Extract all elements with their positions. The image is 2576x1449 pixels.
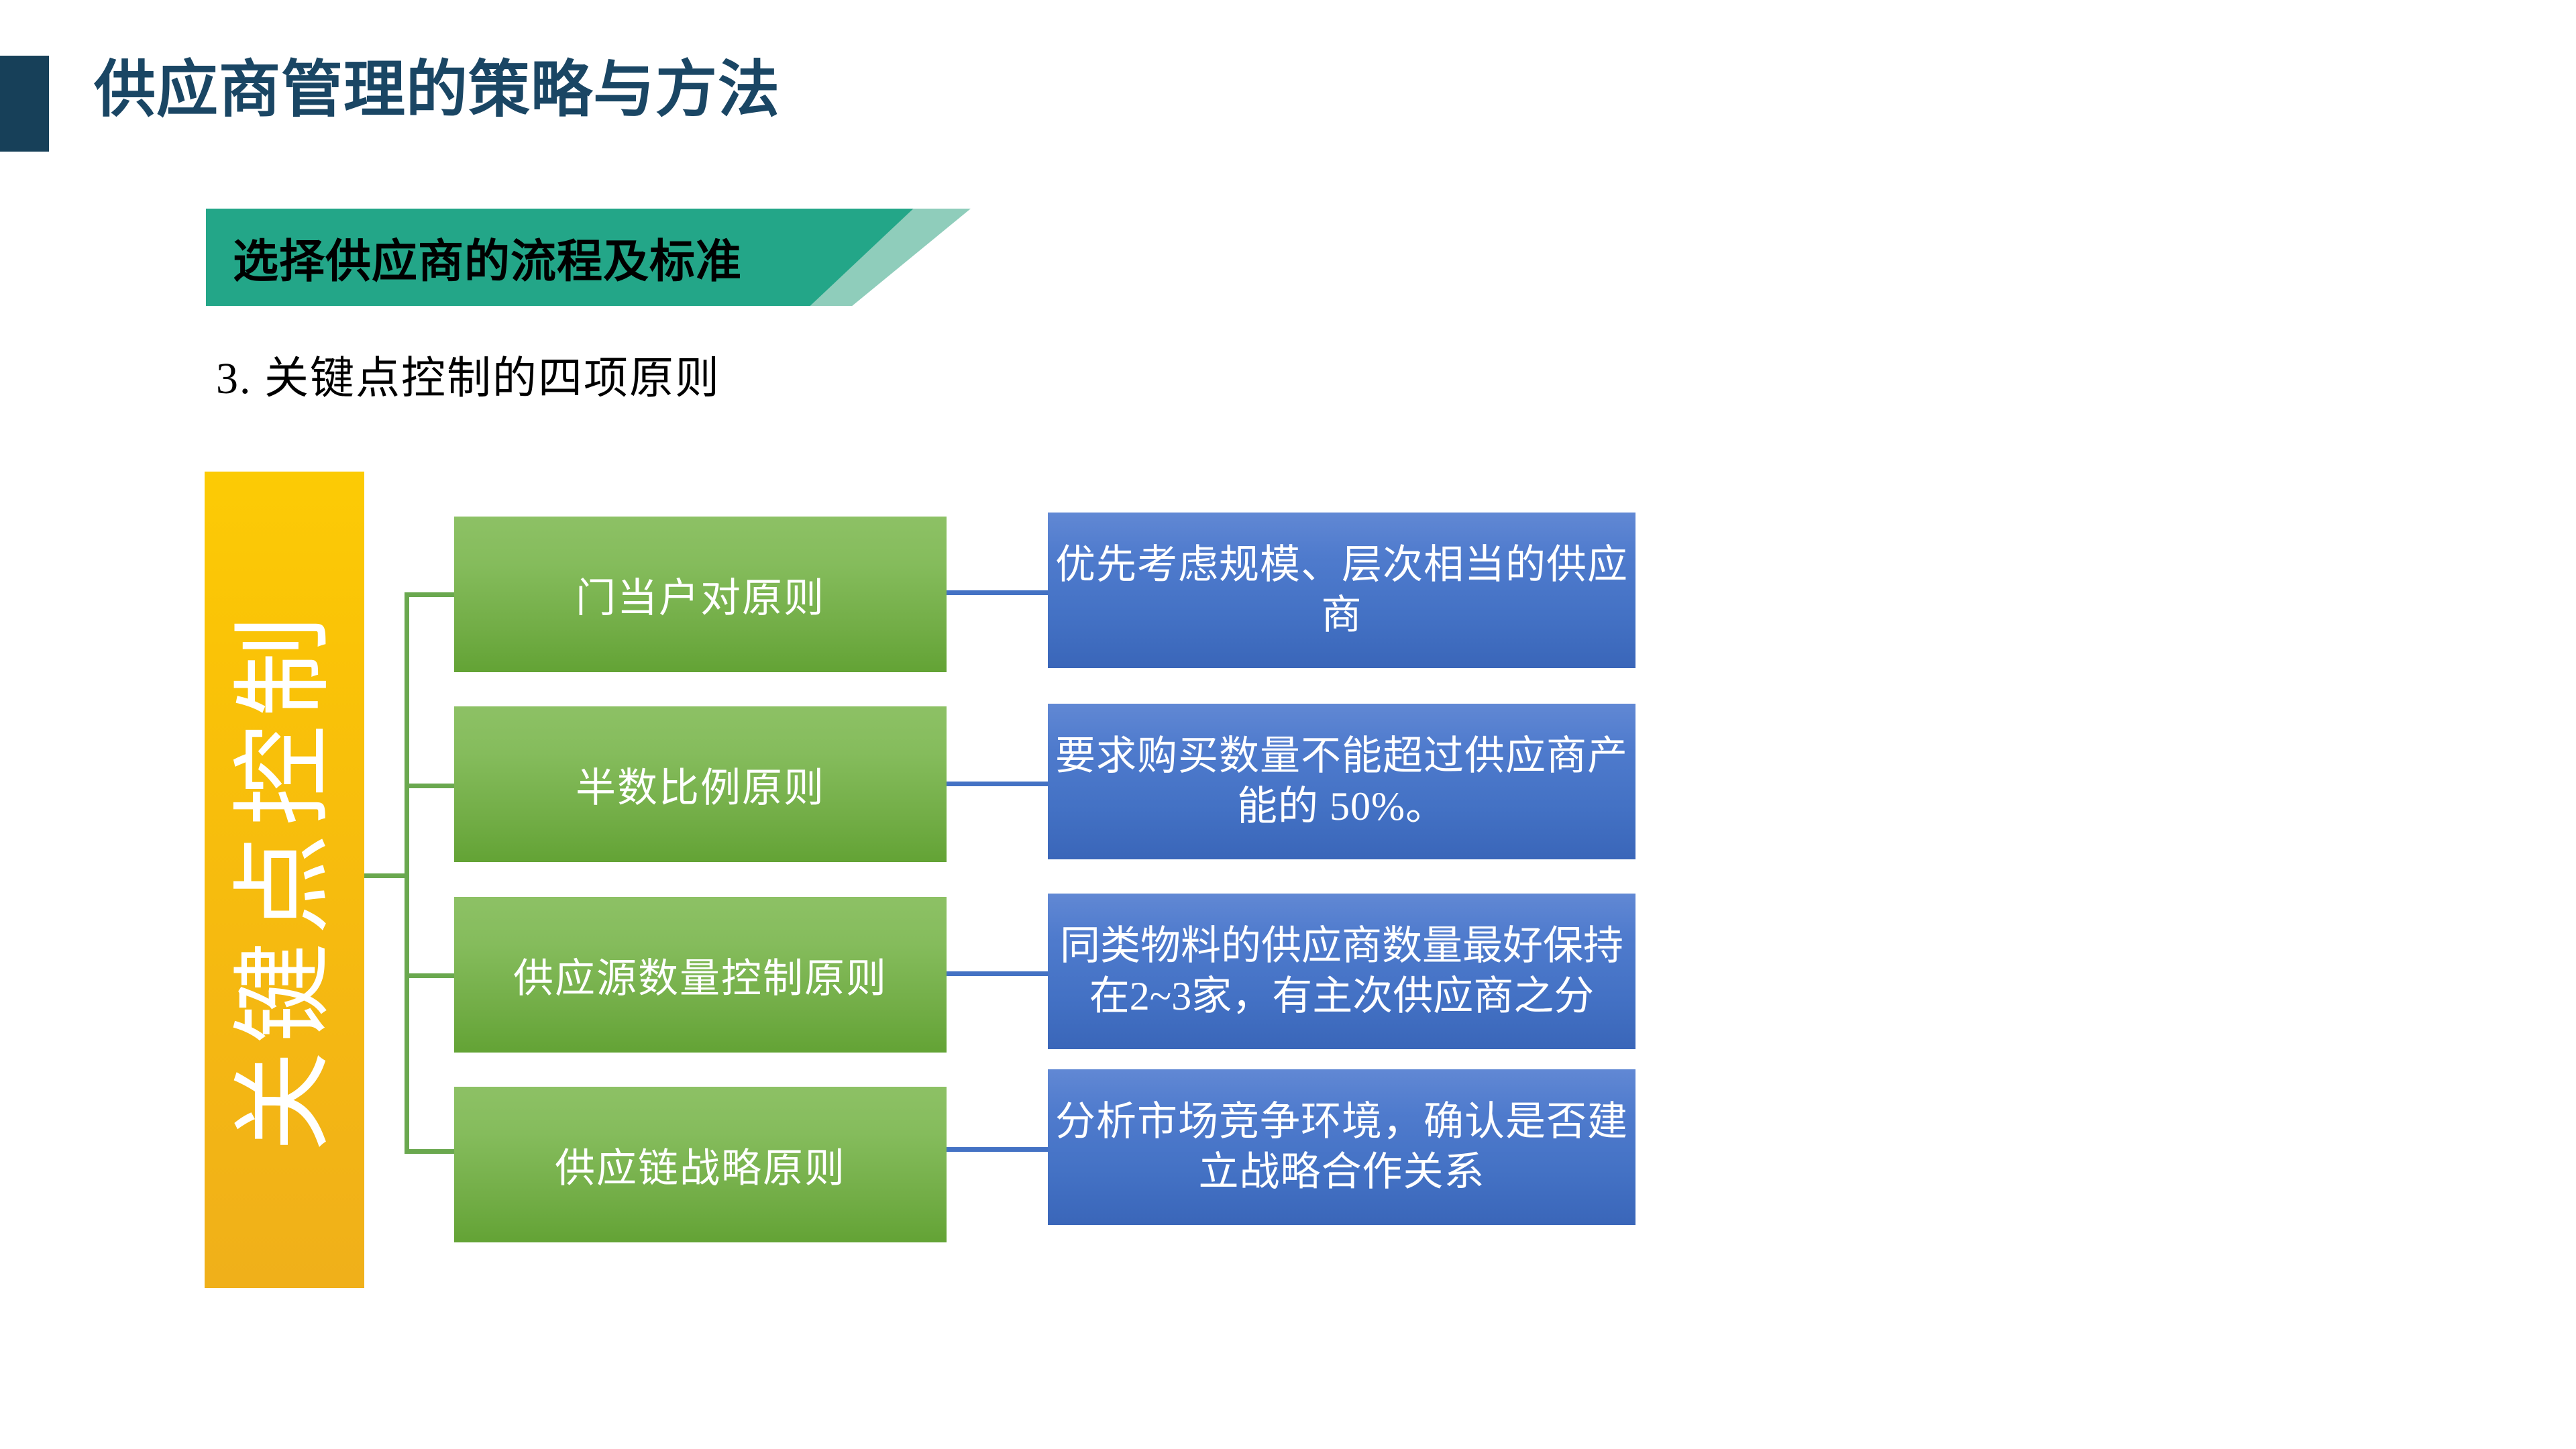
principle-node-1: 门当户对原则 <box>454 517 947 672</box>
connector-detail-4 <box>945 1147 1051 1152</box>
connector-detail-2 <box>945 782 1051 786</box>
principle-node-3: 供应源数量控制原则 <box>454 897 947 1053</box>
sub-heading: 3. 关键点控制的四项原则 <box>216 354 720 403</box>
connector-branch-2 <box>405 784 457 788</box>
detail-node-2: 要求购买数量不能超过供应商产能的 50%。 <box>1048 704 1635 859</box>
connector-detail-3 <box>945 971 1051 976</box>
connector-branch-1 <box>405 592 457 597</box>
detail-node-4: 分析市场竞争环境，确认是否建立战略合作关系 <box>1048 1069 1635 1225</box>
principle-node-4: 供应链战略原则 <box>454 1087 947 1242</box>
connector-root-stem <box>364 873 409 878</box>
detail-node-1: 优先考虑规模、层次相当的供应商 <box>1048 513 1635 668</box>
connector-branch-4 <box>405 1149 457 1154</box>
slide-header: 供应商管理的策略与方法 <box>0 0 2576 174</box>
connector-branch-3 <box>405 973 457 978</box>
diagram-root-node: 关键点控制 <box>205 472 364 1288</box>
diagram-root-label: 关键点控制 <box>229 608 340 1152</box>
section-banner-shape <box>206 209 914 306</box>
detail-node-3: 同类物料的供应商数量最好保持在2~3家，有主次供应商之分 <box>1048 894 1635 1049</box>
header-accent-bar <box>0 56 49 152</box>
connector-detail-1 <box>945 590 1051 595</box>
page-title: 供应商管理的策略与方法 <box>94 56 781 124</box>
section-banner-label: 选择供应商的流程及标准 <box>233 236 743 287</box>
connector-trunk <box>405 594 409 1151</box>
principle-node-2: 半数比例原则 <box>454 706 947 862</box>
section-banner: 选择供应商的流程及标准 <box>206 209 971 306</box>
